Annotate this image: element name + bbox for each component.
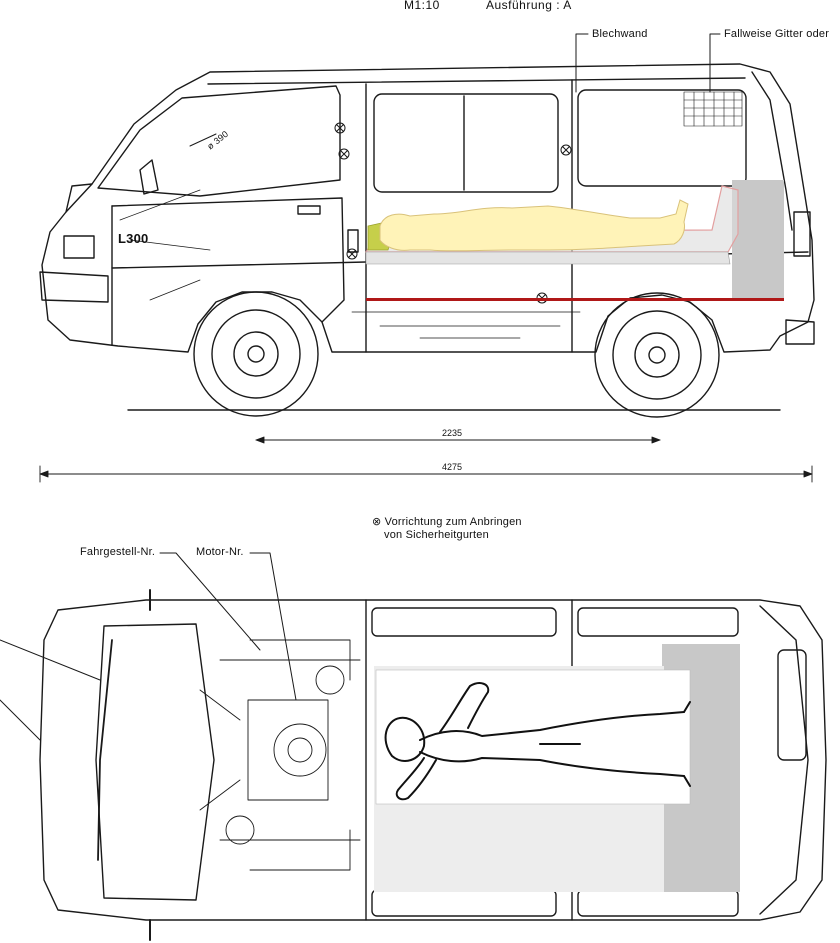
variant-label: Ausführung : A: [486, 0, 572, 12]
side-view: [39, 33, 815, 483]
floor-rail: [380, 298, 784, 301]
top-view-overlay: [374, 644, 740, 892]
grille-callout: Fallweise Gitter oder: [724, 28, 830, 40]
patient-top-figure: [384, 682, 691, 801]
blechwand-callout: Blechwand: [592, 28, 648, 40]
rear-cabinet: [732, 180, 784, 300]
wheelbase-dimension: 2235: [442, 428, 463, 438]
length-dimension: 4275: [442, 462, 463, 472]
engine-number-callout: Motor-Nr.: [196, 546, 244, 558]
legend-line-2: von Sicherheitgurten: [384, 529, 489, 541]
scale-label: M1:10: [404, 0, 440, 12]
chassis-number-callout: Fahrgestell-Nr.: [80, 546, 156, 558]
legend-line-1: ⊗ Vorrichtung zum Anbringen: [372, 516, 522, 528]
side-view-stretcher-overlay: [364, 180, 784, 301]
patient-figure: [379, 199, 689, 252]
model-badge: L300: [118, 231, 149, 246]
